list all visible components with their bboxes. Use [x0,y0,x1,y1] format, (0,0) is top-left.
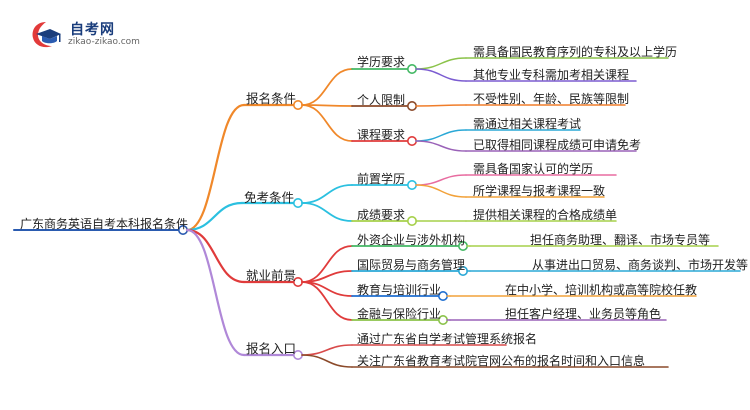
logo-url: zikao-zikao.com [68,37,140,47]
branch-connector [185,228,246,357]
branch-jiuye-qianjing: 就业前景 [246,268,297,283]
leaf-geren-1: 不受性别、年龄、民族等限制 [473,92,630,106]
node-guoji-maoyi: 国际贸易与商务管理 [357,258,466,272]
graduation-cap-icon [32,22,61,48]
branch-node-circle [292,198,303,209]
node-waizi-qiye: 外资企业与涉外机构 [357,233,466,247]
leaf-qianzhi-2: 所学课程与报考课程一致 [473,184,606,198]
node-kecheng-yaoqiu: 课程要求 [357,128,406,142]
leaf-waizi-1: 担任商务助理、翻译、市场专员等 [530,233,711,247]
branch-mianka-tiaojian: 免考条件 [244,190,295,205]
sub-node-circle [406,136,417,147]
branch-connector [185,201,244,232]
leaf-kecheng-2: 已取得相同课程成绩可申请免考 [473,138,642,152]
node-jinrong-baoxian: 金融与保险行业 [357,307,442,321]
sub-connector [301,202,353,222]
leaf-guoji-1: 从事进出口贸易、商务谈判、市场开发等 [532,258,749,272]
node-qianzhi-xueli: 前置学历 [357,172,406,186]
branch-baoming-tiaojian: 报名条件 [246,91,297,106]
leaf-rukou-1: 通过广东省自学考试管理系统报名 [357,332,538,346]
leaf-connector [415,104,467,107]
sub-connector [301,281,353,321]
leaf-kecheng-1: 需通过相关课程考试 [473,117,582,131]
leaf-connector [415,140,467,152]
sub-node-circle [406,180,417,191]
leaf-jinrong-1: 担任客户经理、业务员等角色 [505,307,662,321]
logo-title: 自考网 [70,22,115,38]
sub-node-circle [406,101,417,112]
leaf-jiaoyu-1: 在中小学、培训机构或高等院校任教 [505,283,698,297]
node-jiaoyu-peixun: 教育与培训行业 [357,283,442,297]
leaf-connector [301,344,353,356]
leaf-connector [415,57,467,70]
leaf-connector [415,174,467,186]
leaf-xueli-1: 需具备国民教育序列的专科及以上学历 [473,45,678,59]
leaf-rukou-2: 关注广东省教育考试院官网公布的报名时间和入口信息 [357,354,646,368]
node-chengji-yaoqiu: 成绩要求 [357,208,406,222]
leaf-connector [415,68,467,82]
leaf-xueli-2: 其他专业专科需加考相关课程 [473,68,630,82]
sub-connector [301,104,353,142]
leaf-qianzhi-1: 需具备国家认可的学历 [473,162,594,176]
node-geren-xianzhi: 个人限制 [357,93,406,107]
leaf-chengji-1: 提供相关课程的合格成绩单 [473,208,618,222]
leaf-connector [415,184,467,198]
sub-node-circle [406,64,417,75]
sub-connector [301,184,353,204]
site-logo[interactable]: 自考网 zikao-zikao.com [30,18,170,52]
branch-connector [185,228,246,284]
sub-node-circle [406,216,417,227]
branch-connector [185,103,246,232]
node-xueli-yaoqiu: 学历要求 [357,55,406,69]
leaf-connector [301,354,353,368]
branch-baoming-rukou: 报名入口 [246,341,297,356]
leaf-connector [415,129,467,142]
root-node: 广东商务英语自考本科报名条件 [20,217,189,231]
sub-connector [301,68,353,106]
